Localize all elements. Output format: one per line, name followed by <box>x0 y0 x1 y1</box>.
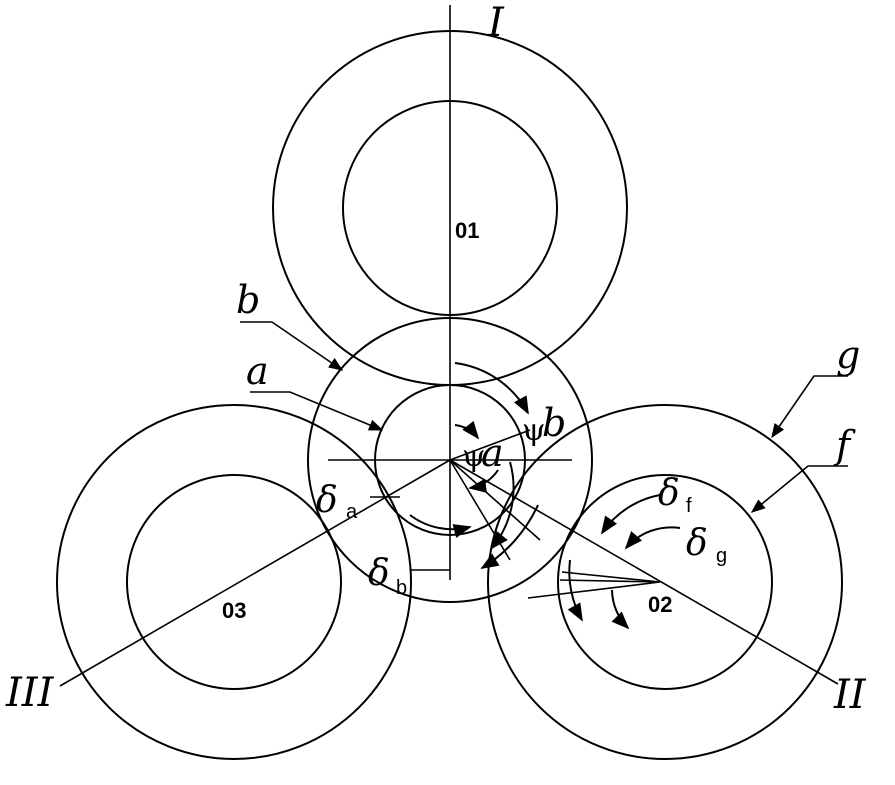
leader-f <box>750 465 848 513</box>
c2-line-1 <box>561 571 661 583</box>
delta-b-symbol: δ <box>368 553 390 594</box>
delta-g-symbol: δ <box>686 523 708 564</box>
c2-line-2 <box>559 579 661 583</box>
psi-a-symbol: ψ <box>462 439 486 474</box>
delta-a-arc-2 <box>490 461 515 550</box>
psi-b-arc <box>454 362 529 415</box>
c2-line-3 <box>527 581 661 599</box>
delta-f-symbol: δ <box>658 473 680 514</box>
psi-a-arc <box>454 420 480 440</box>
delta-f-arc-2 <box>567 559 583 622</box>
circle-label-a: a <box>246 349 269 393</box>
delta-g-sub: g <box>716 545 727 567</box>
delta-b-arc <box>480 504 539 569</box>
delta-b-sub: b <box>396 577 407 599</box>
circle-03-outer <box>56 404 412 760</box>
psi-a-sub: a <box>481 431 504 475</box>
leader-a <box>250 391 384 431</box>
psi-b-symbol: ψ <box>522 413 546 448</box>
delta-g-arc <box>624 526 681 550</box>
axis-III-line <box>59 459 451 687</box>
delta-g-arc-2 <box>611 589 630 630</box>
center-label-01: 01 <box>455 218 479 243</box>
circle-02-outer <box>487 404 843 760</box>
delta-a-symbol: δ <box>316 480 338 521</box>
center-arc-small <box>468 469 499 493</box>
circle-label-f: f <box>833 423 856 467</box>
construct-line-3 <box>449 429 531 461</box>
circle-02-inner <box>557 474 773 690</box>
circle-03-inner <box>126 474 342 690</box>
construct-line-2 <box>449 459 511 561</box>
delta-a-arc <box>409 514 472 539</box>
delta-f-arc <box>600 494 661 535</box>
psi-b-sub: b <box>542 401 566 445</box>
axis-label-III: III <box>5 670 55 716</box>
delta-a-sub: a <box>346 501 358 523</box>
circle-label-g: g <box>836 333 860 377</box>
axis-II-line <box>449 459 839 685</box>
leader-b <box>240 321 344 371</box>
circle-label-b: b <box>236 278 260 322</box>
delta-f-sub: f <box>686 495 692 517</box>
center-label-02: 02 <box>648 592 672 617</box>
leader-g <box>771 375 848 439</box>
center-label-03: 03 <box>222 598 246 623</box>
axis-label-II: II <box>833 672 867 718</box>
axis-label-I: I <box>487 0 505 46</box>
